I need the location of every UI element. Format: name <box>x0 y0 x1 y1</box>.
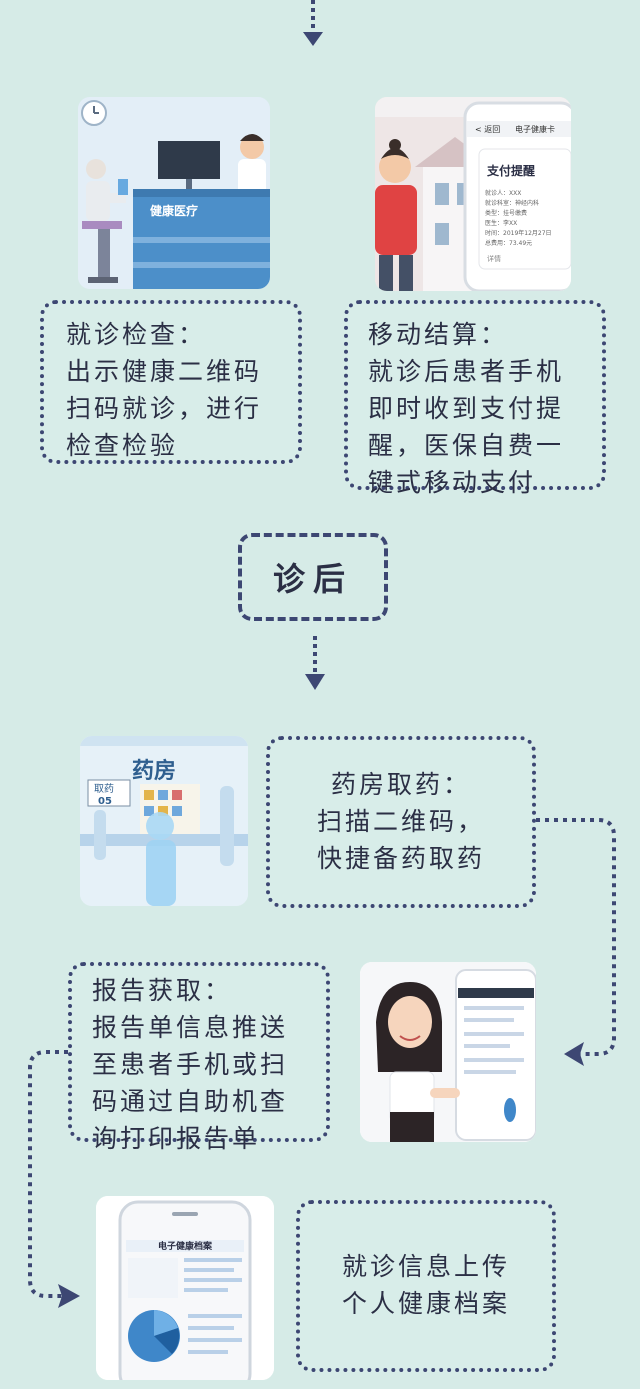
payment-step-line: 键式移动支付 <box>368 468 537 497</box>
payment-step-line: 即时收到支付提 <box>368 394 565 423</box>
checkup-step-line: 出示健康二维码 <box>66 357 263 386</box>
payment-step-line: 就诊后患者手机 <box>368 357 565 386</box>
svg-text:就诊科室：神经内科: 就诊科室：神经内科 <box>485 199 539 207</box>
section-title-after-visit: 诊后 <box>238 533 388 621</box>
svg-text:取药: 取药 <box>94 783 114 795</box>
upload-step-box: 就诊信息上传 个人健康档案 <box>296 1200 556 1372</box>
down-arrow-icon <box>305 636 325 690</box>
report-step-line: 询打印报告单 <box>92 1124 261 1153</box>
report-step-line: 至患者手机或扫 <box>92 1050 289 1079</box>
report-step-box: 报告获取： 报告单信息推送 至患者手机或扫 码通过自助机查 询打印报告单 <box>68 962 330 1153</box>
clinic-sign-text: 健康医疗 <box>150 203 198 218</box>
pharmacy-illustration: 药房 取药 05 <box>80 736 248 906</box>
svg-text:时间：2019年12月27日: 时间：2019年12月27日 <box>485 229 552 237</box>
pharmacy-step-line: 快捷备药取药 <box>316 844 485 873</box>
pharmacy-sign-text: 药房 <box>132 758 176 784</box>
down-arrow-icon <box>303 0 323 46</box>
health-record-phone-title: 电子健康档案 <box>158 1240 213 1252</box>
payment-step-line: 醒，医保自费一 <box>368 431 565 460</box>
checkup-step-title: 就诊检查： <box>66 320 207 349</box>
report-step-line: 报告单信息推送 <box>92 1013 289 1042</box>
health-record-illustration: 电子健康档案 <box>96 1196 274 1380</box>
checkup-step-line: 检查检验 <box>66 431 179 460</box>
pharmacy-step-line: 扫描二维码， <box>316 807 485 836</box>
svg-text:总费用：73.49元: 总费用：73.49元 <box>485 239 532 247</box>
report-step-line: 码通过自助机查 <box>92 1087 289 1116</box>
checkup-step-box: 就诊检查： 出示健康二维码 扫码就诊，进行 检查检验 <box>40 300 302 464</box>
payment-detail-rows: 就诊人：XXX 就诊科室：神经内科 类型：挂号缴费 医生：李XX 时间：2019… <box>485 189 552 247</box>
pharmacy-step-box: 药房取药： 扫描二维码， 快捷备药取药 <box>266 736 536 908</box>
report-step-title: 报告获取： <box>92 976 233 1005</box>
svg-text:类型：挂号缴费: 类型：挂号缴费 <box>485 209 527 217</box>
connector-arrow-icon <box>28 1050 80 1308</box>
upload-step-line: 个人健康档案 <box>341 1289 510 1318</box>
svg-text:05: 05 <box>98 796 112 807</box>
payment-step-title: 移动结算： <box>368 320 509 349</box>
svg-text:电子健康卡: 电子健康卡 <box>515 124 555 134</box>
svg-text:详情: 详情 <box>487 254 501 263</box>
checkup-step-line: 扫码就诊，进行 <box>66 394 263 423</box>
payment-illustration: < 返回 电子健康卡 支付提醒 就诊人：XXX 就诊科室：神经内科 类型：挂号缴… <box>375 97 571 291</box>
svg-text:< 返回: < 返回 <box>475 125 500 134</box>
connector-arrow-icon <box>536 818 616 1066</box>
clinic-illustration: 健康医疗 <box>78 97 270 289</box>
svg-text:医生：李XX: 医生：李XX <box>485 219 517 227</box>
payment-step-box: 移动结算： 就诊后患者手机 即时收到支付提 醒，医保自费一 键式移动支付 <box>344 300 606 497</box>
pharmacy-step-title: 药房取药： <box>330 770 471 799</box>
upload-step-line: 就诊信息上传 <box>341 1252 510 1281</box>
svg-text:就诊人：XXX: 就诊人：XXX <box>485 189 521 197</box>
report-illustration <box>360 962 536 1142</box>
svg-text:支付提醒: 支付提醒 <box>486 163 535 178</box>
